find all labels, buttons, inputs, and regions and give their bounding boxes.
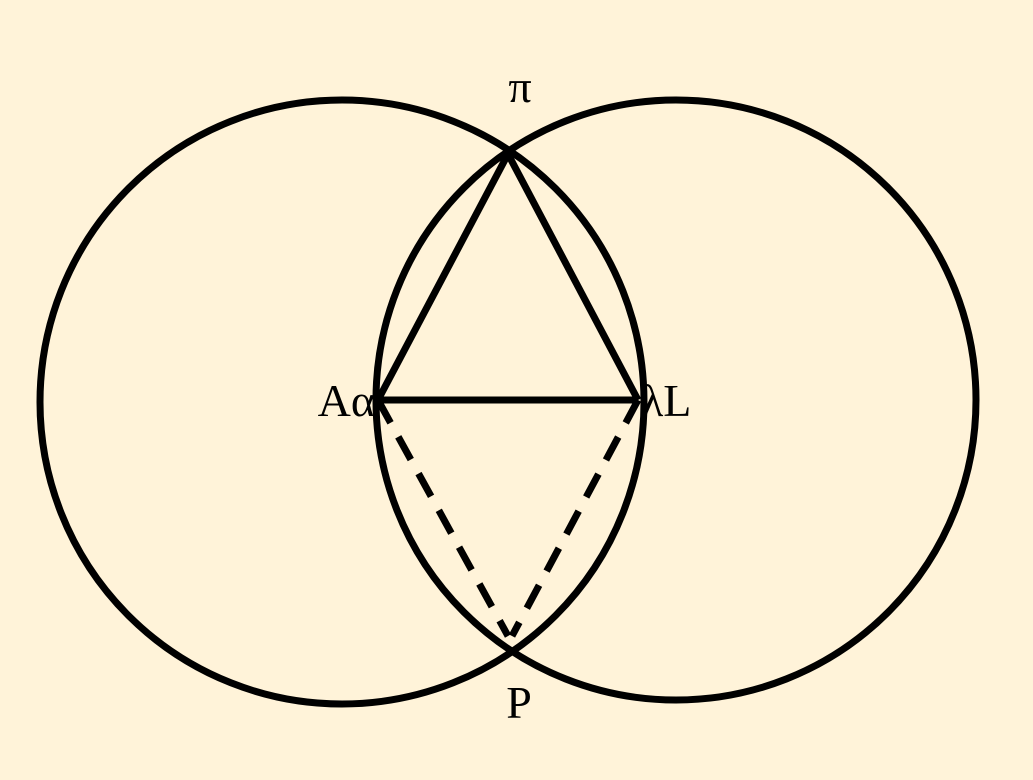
label-left-point: Aα <box>318 375 375 426</box>
label-bottom-point: P <box>506 677 532 728</box>
left-circle <box>36 96 648 708</box>
dashed-segment-left-to-bottom <box>374 398 512 638</box>
dashed-segment-right-to-bottom <box>508 398 642 638</box>
right-circle <box>372 96 980 704</box>
label-top-point: π <box>508 61 531 112</box>
segment-left-to-top <box>374 152 512 402</box>
segment-top-to-right <box>504 152 642 402</box>
label-right-point: λL <box>641 375 691 426</box>
